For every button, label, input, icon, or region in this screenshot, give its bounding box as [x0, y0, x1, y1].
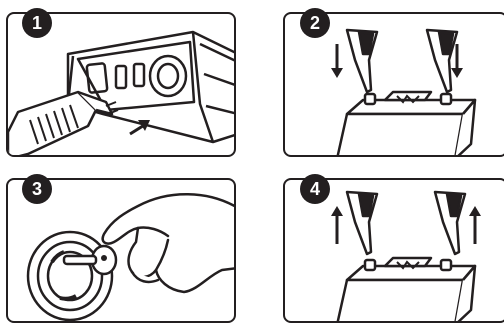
step-2-badge: 2: [300, 8, 330, 38]
up-arrow-right: [469, 206, 481, 216]
up-arrow-left: [331, 206, 343, 216]
step-1-badge: 1: [22, 8, 52, 38]
down-arrow-right: [451, 68, 463, 78]
hand: [103, 194, 236, 292]
ignition-outer-ring: [28, 232, 112, 320]
battery: [337, 258, 475, 323]
battery: [337, 92, 475, 157]
step-4-badge: 4: [300, 174, 330, 204]
down-arrow-left: [331, 68, 343, 78]
step-3-badge: 3: [22, 174, 52, 204]
